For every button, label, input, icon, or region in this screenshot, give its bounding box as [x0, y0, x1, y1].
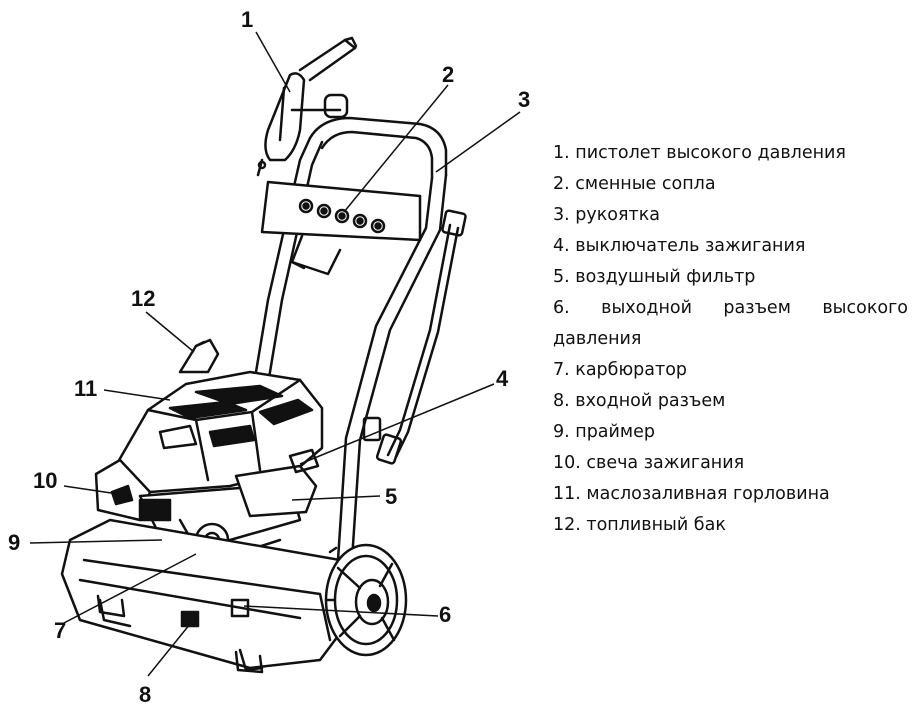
callout-11: 11: [74, 376, 98, 401]
legend-item-6: 6. выходной разъем высокого: [553, 298, 908, 318]
legend-item-7: 7. карбюратор: [553, 360, 688, 380]
legend-item-4: 4. выключатель зажигания: [553, 236, 806, 256]
legend-item-3: 3. рукоятка: [553, 205, 661, 225]
legend-item-6-continued: давления: [553, 329, 642, 349]
hose: [362, 209, 467, 465]
callout-1: 1: [241, 7, 254, 32]
callout-4: 4: [496, 366, 509, 391]
callout-12: 12: [131, 286, 156, 311]
legend-item-2: 2. сменные сопла: [553, 174, 716, 194]
callout-6: 6: [439, 602, 452, 627]
legend-item-1: 1. пистолет высокого давления: [553, 143, 846, 163]
callout-8: 8: [139, 682, 152, 707]
nozzle-panel: [260, 180, 422, 276]
callout-9: 9: [8, 530, 21, 555]
callout-10: 10: [33, 468, 58, 493]
callout-2: 2: [442, 62, 455, 87]
legend-item-10: 10. свеча зажигания: [553, 453, 745, 473]
legend-item-5: 5. воздушный фильтр: [553, 267, 756, 287]
callout-5: 5: [385, 484, 398, 509]
callout-3: 3: [518, 87, 531, 112]
spray-gun: [256, 36, 358, 177]
base-frame: [60, 518, 352, 674]
leader-lines: [29, 31, 521, 677]
legend-item-9: 9. праймер: [553, 422, 655, 442]
legend-item-11: 11. маслозаливная горловина: [553, 484, 830, 504]
parts-legend: 1. пистолет высокого давления 2. сменные…: [553, 138, 908, 541]
wheel: [324, 543, 408, 657]
legend-item-12: 12. топливный бак: [553, 515, 726, 535]
callout-7: 7: [54, 618, 67, 643]
legend-item-8: 8. входной разъем: [553, 391, 726, 411]
